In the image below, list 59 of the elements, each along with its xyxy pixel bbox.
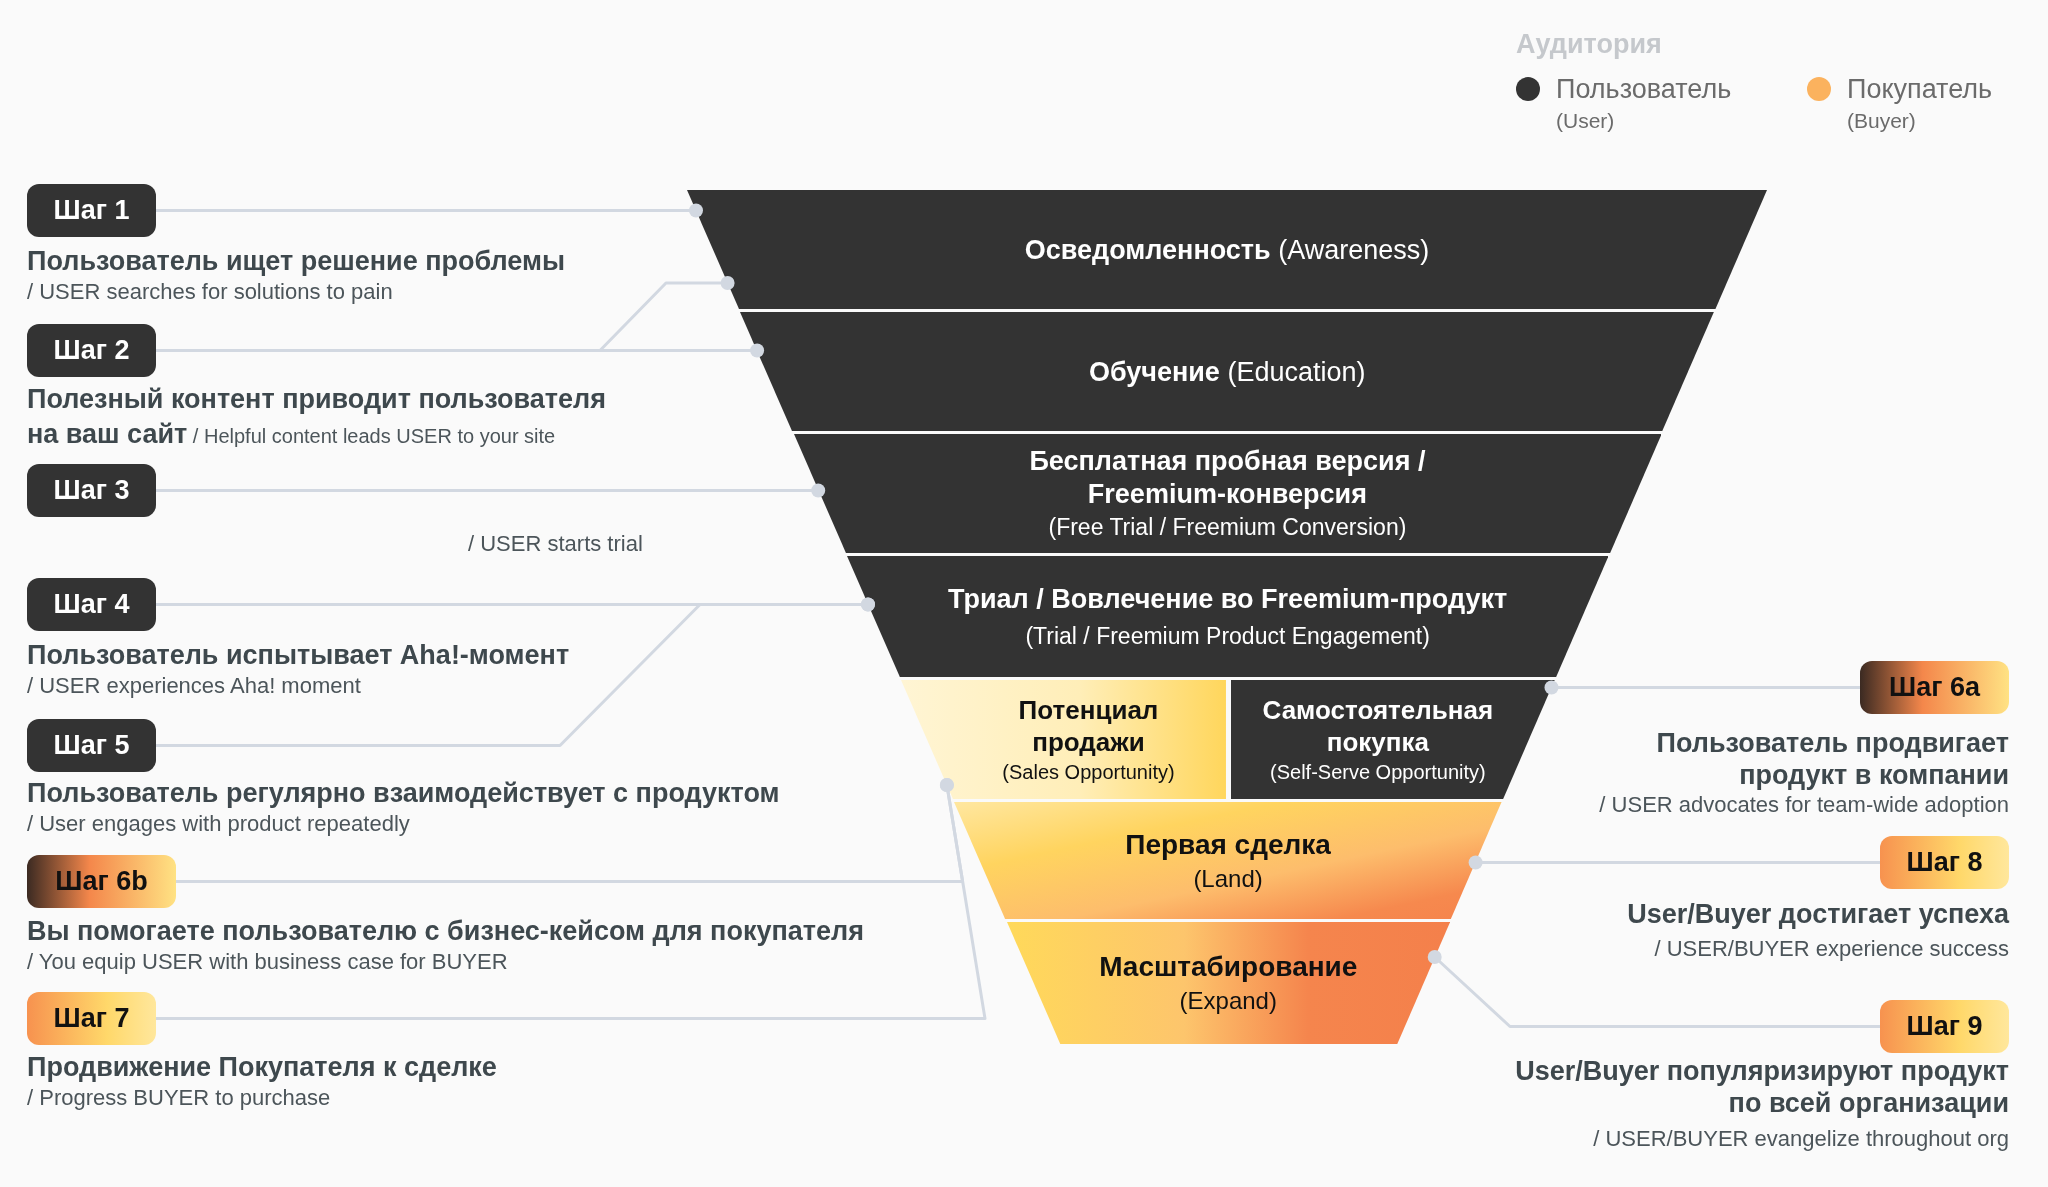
leader-line	[1427, 950, 1880, 1028]
step-description: Пользователь регулярно взаимодействует с продуктом	[27, 777, 780, 810]
step-translation: / USER starts trial	[468, 530, 643, 558]
step-description: Пользователь ищет решение проблемы	[27, 245, 565, 278]
funnel-stage	[846, 556, 1609, 677]
stage-title: Самостоятельная покупка	[1261, 693, 1495, 758]
stage-subtitle: (Land)	[1193, 863, 1263, 894]
funnel-stage	[740, 312, 1715, 431]
step-translation: / USER searches for solutions to pain	[27, 278, 393, 306]
stage-title: Осведомленность (Awareness)	[1024, 233, 1430, 267]
legend-label: Покупатель (Buyer)	[1847, 73, 1994, 134]
stage-subtitle: (Self-Serve Opportunity)	[1270, 759, 1486, 785]
step-badge: Шаг 4	[27, 578, 156, 631]
stage-title: Обучение (Education)	[1088, 355, 1366, 389]
step-translation: / You equip USER with business case for BUYER	[27, 948, 508, 976]
stage-subtitle: (Sales Opportunity)	[1002, 759, 1175, 785]
step-badge: Шаг 3	[27, 464, 156, 517]
step-badge: Шаг 6b	[27, 855, 176, 908]
funnel-stage	[687, 190, 1767, 309]
step-translation: / USER advocates for team-wide adoption	[1599, 791, 2009, 819]
stage-subtitle: (Expand)	[1179, 986, 1277, 1016]
leader-line	[156, 778, 987, 1020]
step-badge: Шаг 6a	[1860, 661, 2009, 714]
funnel-stage	[793, 434, 1662, 553]
stage-subtitle: (Free Trial / Freemium Conversion)	[1048, 512, 1407, 542]
leader-line	[1468, 855, 1880, 870]
step-description: User/Buyer достигает успеха	[1627, 898, 2009, 931]
stage-title: Потенциал продажи	[1017, 693, 1160, 758]
step-translation: / USER/BUYER experience success	[1654, 935, 2009, 963]
step-description: Пользователь испытывает Aha!-момент	[27, 639, 570, 672]
step-badge: Шаг 2	[27, 324, 156, 377]
step-description: Вы помогаете пользователю с бизнес-кейсом для покупателя	[27, 915, 864, 948]
step-translation: / USER experiences Aha! moment	[27, 672, 361, 700]
funnel-stage	[1231, 680, 1555, 799]
leader-line	[156, 597, 875, 747]
stage-title: Триал / Вовлечение во Freemium-продукт	[948, 582, 1508, 616]
step-badge: Шаг 1	[27, 184, 156, 237]
leader-line	[156, 483, 826, 498]
step-badge: Шаг 8	[1880, 836, 2009, 889]
leader-line	[156, 203, 703, 218]
step-translation: / User engages with product repeatedly	[27, 810, 410, 838]
leader-line	[1544, 680, 1860, 695]
step-description: Пользователь продвигает продукт в компании	[1655, 727, 2009, 791]
step-badge: Шаг 5	[27, 719, 156, 772]
step-description: Полезный контент приводит пользователя на ваш сайт / Helpful content leads USER to your site	[27, 383, 607, 451]
legend-label: Пользователь (User)	[1556, 73, 1733, 134]
funnel-stage	[954, 802, 1502, 919]
step-badge: Шаг 9	[1880, 1000, 2009, 1053]
step-badge: Шаг 7	[27, 992, 156, 1045]
stage-subtitle: (Trial / Freemium Product Engagement)	[1025, 621, 1430, 651]
stage-title: Масштабирование	[1099, 950, 1358, 984]
stage-title: Бесплатная пробная версия / Freemium-конверсия	[1028, 444, 1427, 511]
step-description: User/Buyer популяризируют продукт по всей организации	[1514, 1055, 2009, 1119]
step-translation: / USER/BUYER evangelize throughout org	[1593, 1125, 2009, 1153]
step-translation: / Progress BUYER to purchase	[27, 1084, 331, 1112]
funnel-stage	[1006, 922, 1450, 1044]
funnel-stage	[901, 680, 1226, 799]
step-description: Продвижение Покупателя к сделке	[27, 1051, 497, 1084]
stage-title: Первая сделка	[1125, 827, 1331, 862]
